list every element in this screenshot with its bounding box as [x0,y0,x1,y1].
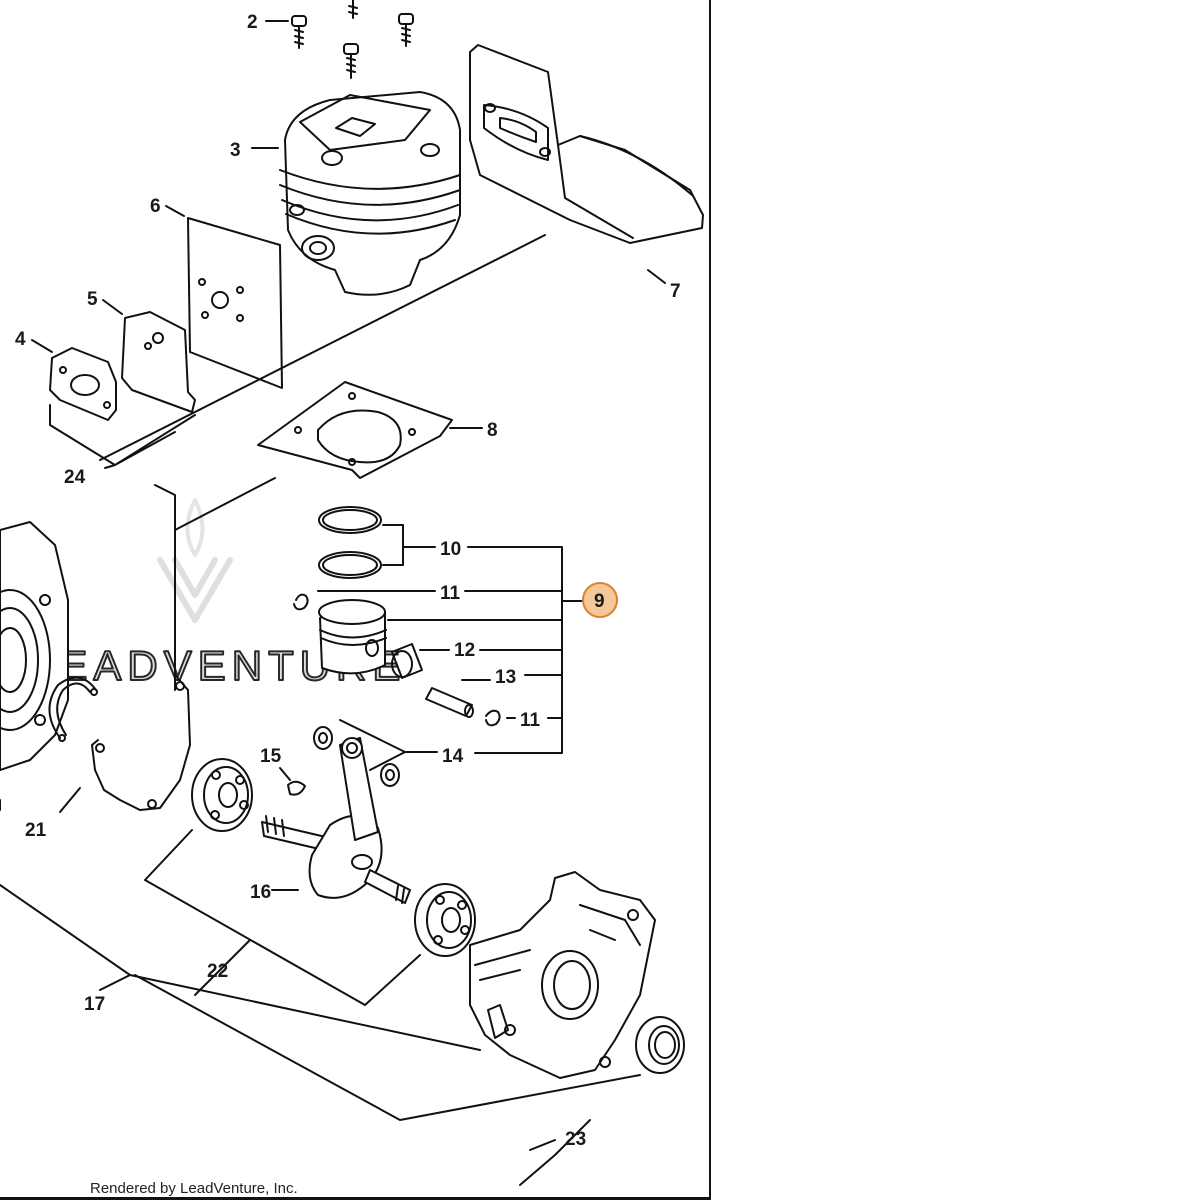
part-4-flange[interactable]: 4 [15,329,117,421]
part-11-circlip[interactable]: 11 [293,583,461,611]
part-24-leader[interactable]: 24 [49,404,196,488]
part-6-gasket[interactable]: 6 [150,196,283,389]
bearing-lower[interactable] [414,883,476,957]
part-17-crankcase-partial[interactable] [0,521,69,771]
oil-seal[interactable] [635,1016,685,1074]
callout-23[interactable]: 23 [565,1129,586,1150]
assembly-leader-lines [99,234,546,691]
screw-icon [291,15,307,49]
snap-ring[interactable] [48,676,98,742]
callout-4[interactable]: 4 [15,329,26,350]
panel-right-border [709,0,711,1200]
callout-22[interactable]: 22 [207,961,228,982]
bearing-upper[interactable] [191,758,253,832]
render-credit: Rendered by LeadVenture, Inc. [90,1180,298,1197]
piston-kit-bracket [464,546,583,754]
callout-11-top[interactable]: 11 [440,583,461,604]
callout-14[interactable]: 14 [442,746,464,767]
lower-leader-lines [0,799,641,1151]
callout-3[interactable]: 3 [230,140,241,161]
part-2-screws[interactable]: 2 [247,0,414,79]
parts-diagram-panel: LEADVENTURE 2 3 [0,0,704,1186]
part-16-crankshaft[interactable]: 16 [250,737,411,904]
panel-bottom-border [0,1197,711,1200]
callout-16[interactable]: 16 [250,882,271,903]
callout-11-bottom[interactable]: 11 [520,710,541,731]
screw-icon [398,13,414,47]
callout-12[interactable]: 12 [454,640,475,661]
part-21-crankcase-gasket[interactable]: 21 [25,674,191,841]
part-14-thrust-washers[interactable]: 14 [313,719,464,787]
part-8-base-gasket[interactable]: 8 [257,381,498,479]
callout-13[interactable]: 13 [495,667,516,688]
callout-5[interactable]: 5 [87,289,98,310]
screw-icon [348,0,358,19]
callout-8[interactable]: 8 [487,420,498,441]
callout-17[interactable]: 17 [84,994,105,1015]
part-9-piston-kit-highlight[interactable]: 9 [582,582,618,618]
part-11-circlip-lower[interactable]: 11 [485,709,541,731]
callout-21[interactable]: 21 [25,820,47,841]
part-13-piston-pin[interactable]: 13 [425,667,516,718]
screw-icon [343,43,359,79]
part-piston[interactable] [318,599,563,675]
callout-6[interactable]: 6 [150,196,161,217]
callout-9[interactable]: 9 [594,591,605,612]
part-5-intake-plate[interactable]: 5 [87,289,196,413]
callout-10[interactable]: 10 [440,539,461,560]
part-23-leader[interactable]: 23 [519,1119,591,1186]
exploded-parts-diagram: LEADVENTURE 2 3 [0,0,704,1186]
callout-2[interactable]: 2 [247,12,258,33]
callout-7[interactable]: 7 [670,281,681,302]
callout-24[interactable]: 24 [64,467,86,488]
part-12-needle-bearing[interactable]: 12 [391,640,475,679]
part-10-piston-rings[interactable]: 10 [318,506,461,579]
part-7-heat-shield[interactable]: 7 [469,44,704,302]
part-15-woodruff-key[interactable]: 15 [260,746,306,796]
callout-15[interactable]: 15 [260,746,282,767]
crankcase-half[interactable] [469,871,656,1079]
part-3-cylinder[interactable]: 3 [230,91,461,296]
